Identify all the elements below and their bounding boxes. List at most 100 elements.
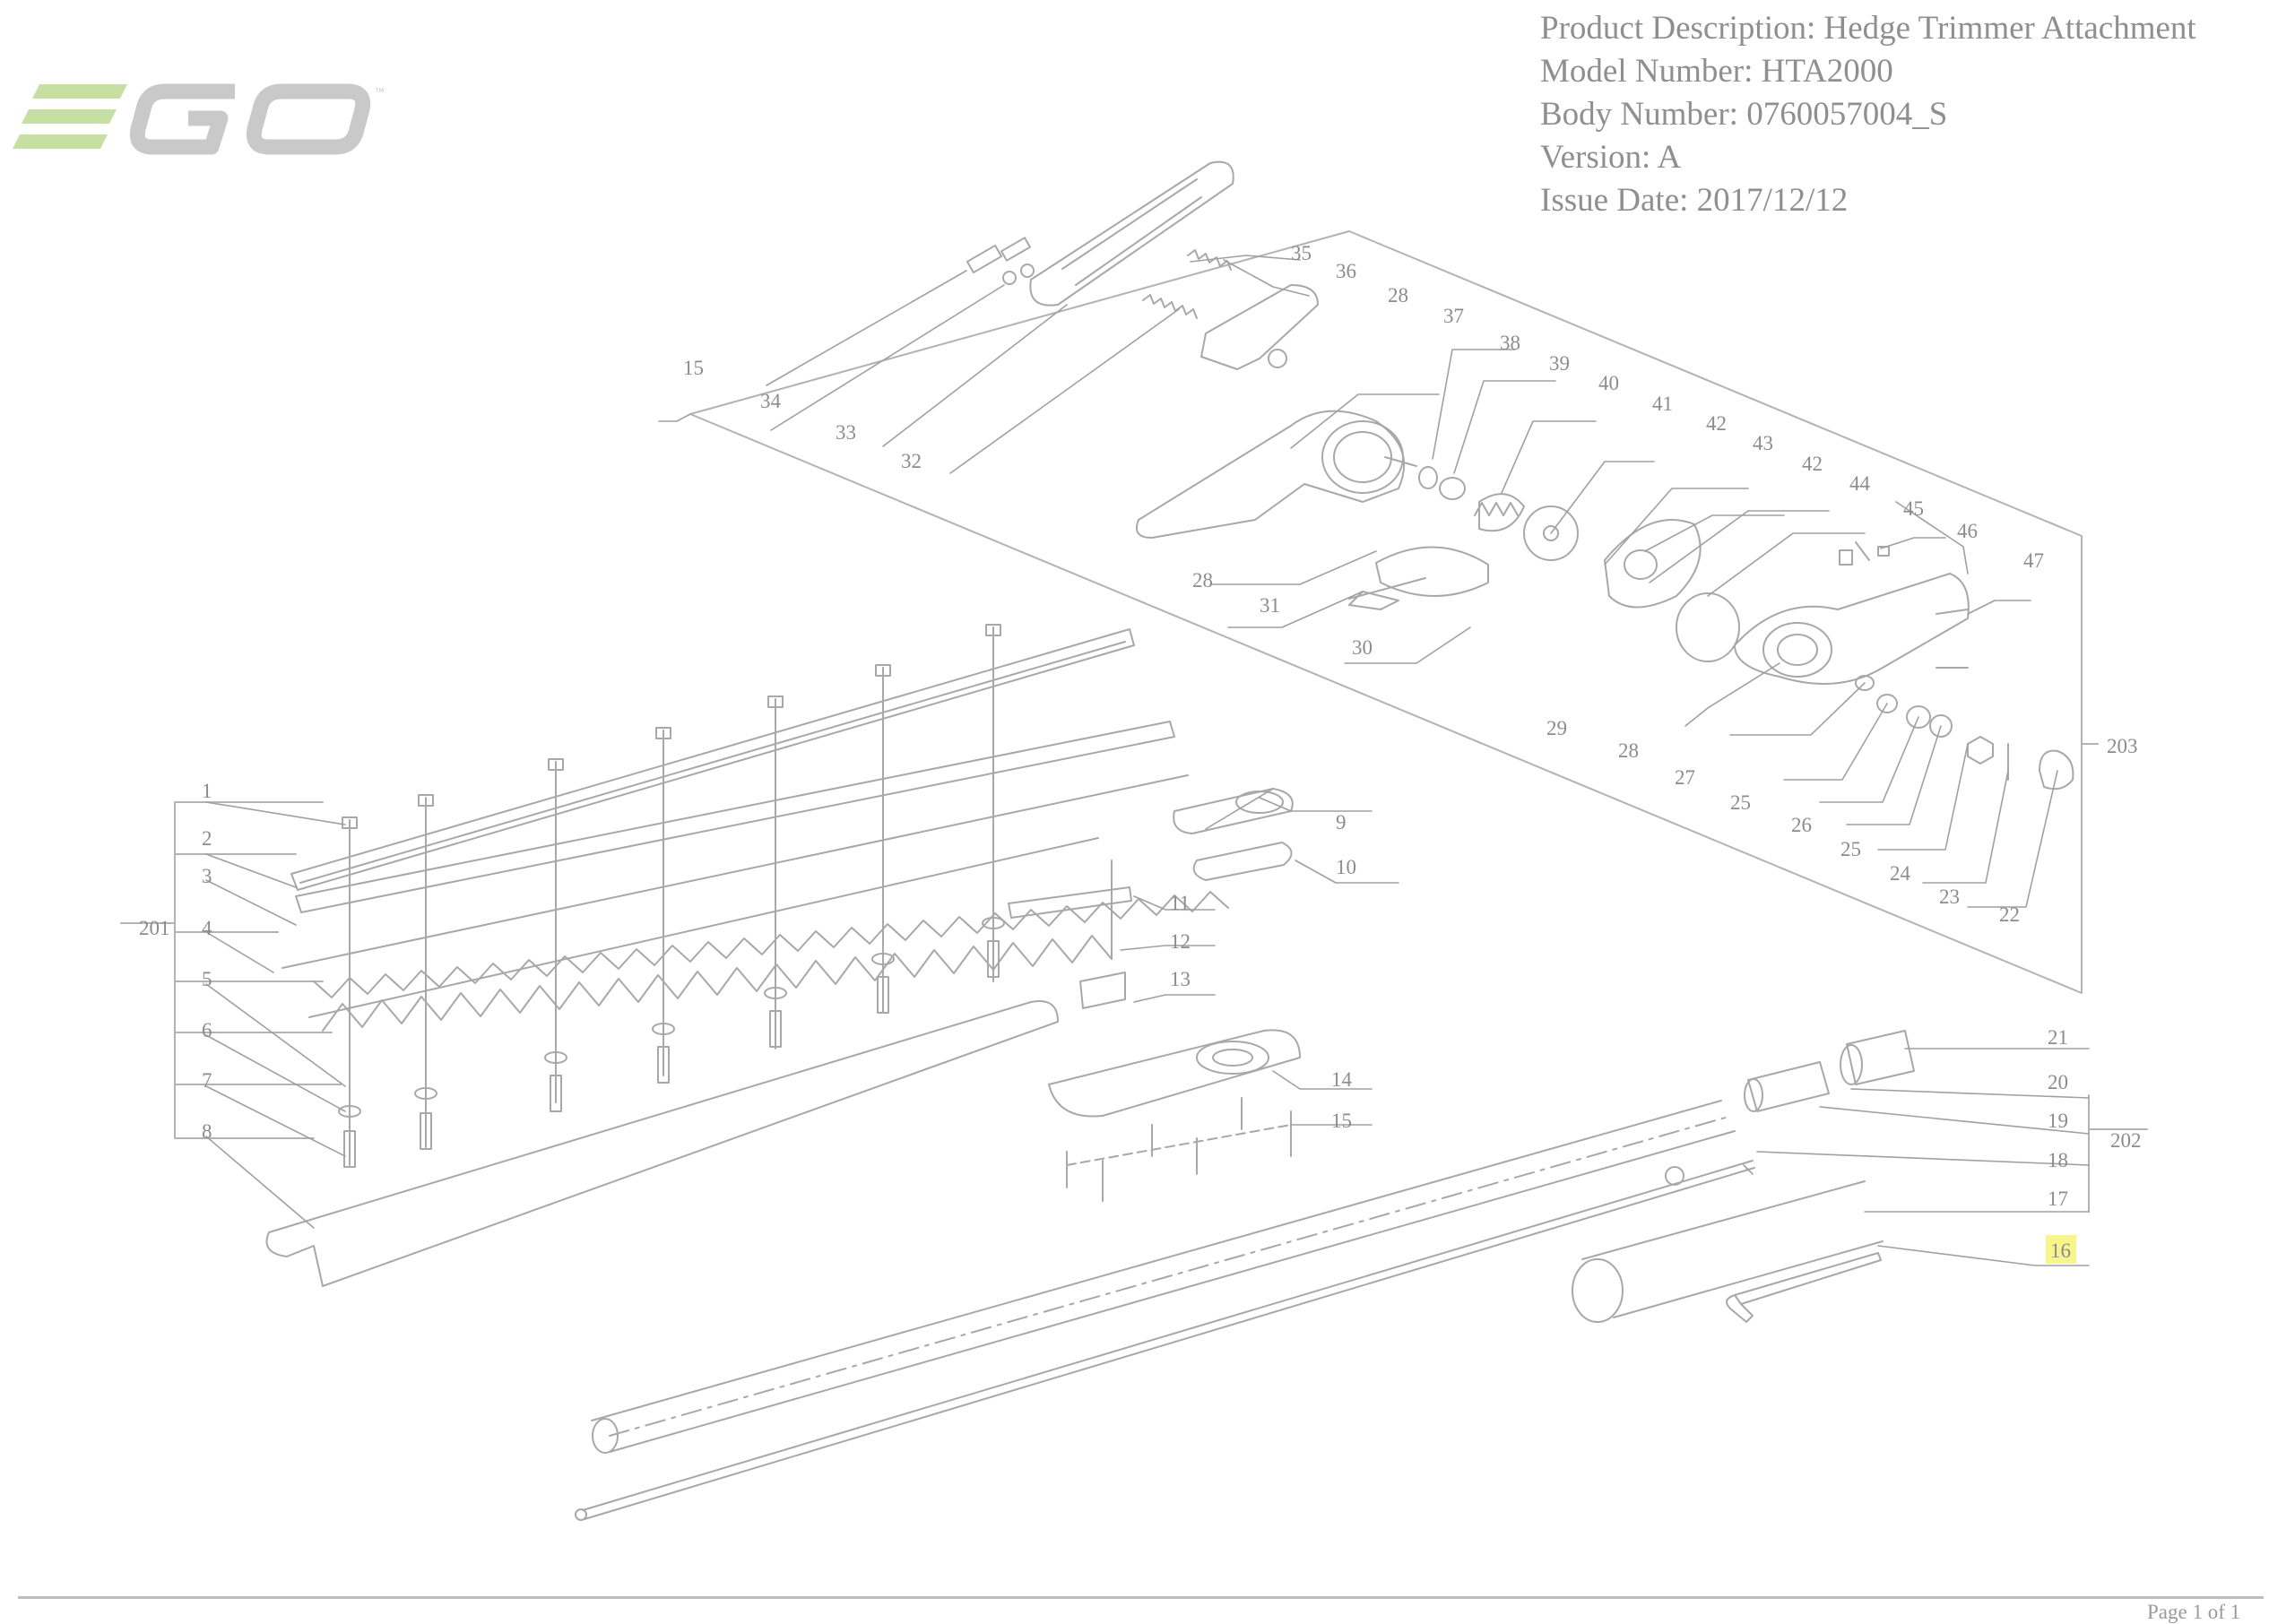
drive-gear [1348,546,1489,610]
callout-15-lower: 15 [1331,1110,1352,1132]
callout-11: 11 [1170,892,1190,914]
callout-6: 6 [202,1019,212,1041]
callout-203: 203 [2107,735,2138,757]
blade-tab-plate [1192,842,1293,881]
logo-go-mark [129,83,371,155]
callout-45: 45 [1903,497,1924,520]
ego-logo: ™ [13,83,385,155]
blade-bracket [1079,972,1126,1009]
clutch-gear [1604,519,1702,609]
callout-47: 47 [2023,549,2044,572]
callout-33: 33 [836,421,856,444]
callout-18: 18 [2048,1149,2068,1171]
callout-28a: 28 [1618,739,1639,762]
sleeve [1846,1030,1915,1085]
callout-12: 12 [1170,930,1191,953]
page-indicator: Page 1 of 1 [2147,1601,2241,1623]
blade-guard [265,1000,1059,1287]
footer-divider [18,1596,2264,1599]
drive-tube-assembly [575,1030,1915,1521]
callout-201: 201 [139,917,170,939]
coupler [1747,1061,1830,1112]
callout-7: 7 [202,1069,212,1092]
callout-36: 36 [1336,260,1356,282]
product-description: Product Description: Hedge Trimmer Attac… [1540,10,2196,47]
callout-16: 16 [2050,1240,2071,1262]
callout-42a: 42 [1706,412,1727,435]
logo-e-mark [13,84,127,149]
callout-32: 32 [901,450,922,472]
callout-39: 39 [1549,352,1570,375]
callout-21: 21 [2048,1026,2068,1049]
callout-35: 35 [1291,242,1312,264]
version: Version: A [1540,139,1682,176]
callout-29: 29 [1546,717,1567,739]
callout-38: 38 [1500,332,1520,354]
lock-nut [2039,749,2074,790]
callout-15-upper: 15 [683,357,704,379]
logo-trademark: ™ [375,87,385,98]
leader-lines [205,255,2090,1266]
callout-17: 17 [2048,1188,2068,1210]
body-number: Body Number: 0760057004_S [1540,96,1948,133]
callout-24: 24 [1890,862,1911,885]
callout-2: 2 [202,827,212,850]
hex-key [1726,1252,1882,1323]
callout-28c: 28 [1388,284,1408,307]
callout-22: 22 [1999,903,2020,926]
callout-28b: 28 [1192,569,1213,592]
callout-25a: 25 [1840,838,1861,860]
callout-40: 40 [1598,372,1619,394]
callout-34: 34 [760,390,782,412]
blade-upper [281,774,1229,998]
callout-3: 3 [202,865,212,887]
group-201-bracket [120,801,342,1139]
callout-16-highlight [2046,1235,2076,1264]
callout-1: 1 [202,780,212,802]
callout-30: 30 [1352,636,1373,659]
callout-25b: 25 [1730,791,1751,814]
callout-43: 43 [1753,432,1773,454]
blade-clip [1008,886,1132,919]
main-tube [591,1100,1736,1453]
callout-9: 9 [1336,811,1347,834]
blade-assembly [265,624,1294,1287]
grip-tube [1581,1180,1884,1318]
gearbox-housing [1135,410,1579,610]
callout-23: 23 [1939,885,1960,908]
callout-37: 37 [1443,305,1464,327]
callout-44: 44 [1849,472,1871,495]
callout-4: 4 [202,917,212,939]
shaft-housing [1604,519,2074,790]
spring [1142,294,1198,319]
blade-top-rail [290,628,1135,891]
callout-5: 5 [202,968,212,990]
callout-20: 20 [2048,1071,2068,1093]
issue-date: Issue Date: 2017/12/12 [1540,182,1849,219]
callout-19: 19 [2048,1110,2068,1132]
callout-13: 13 [1170,968,1191,990]
group-202-bracket [2088,1094,2148,1213]
blade-lower [308,837,1113,1032]
callout-42b: 42 [1802,453,1823,475]
callout-31: 31 [1260,594,1280,617]
document-header: Product Description: Hedge Trimmer Attac… [1540,7,2196,222]
nut [1967,736,1994,764]
callout-41: 41 [1652,393,1673,415]
drive-shaft [582,1160,1755,1520]
callout-10: 10 [1336,856,1356,878]
blade-fasteners [338,624,1005,1168]
callout-27: 27 [1675,766,1695,789]
rear-handle [966,160,1234,319]
bevel-gear [1474,493,1525,532]
callout-202: 202 [2110,1129,2142,1152]
blade-guide-plate [295,721,1175,913]
callout-labels: 1 2 3 201 4 5 6 7 8 9 10 11 12 13 14 15 … [139,242,2142,1262]
blade-base-housing [1048,1029,1301,1202]
callout-14: 14 [1331,1068,1353,1091]
callout-26: 26 [1791,814,1812,836]
callout-46: 46 [1957,520,1978,542]
model-number: Model Number: HTA2000 [1540,53,1893,90]
trigger-lever [1200,284,1319,370]
